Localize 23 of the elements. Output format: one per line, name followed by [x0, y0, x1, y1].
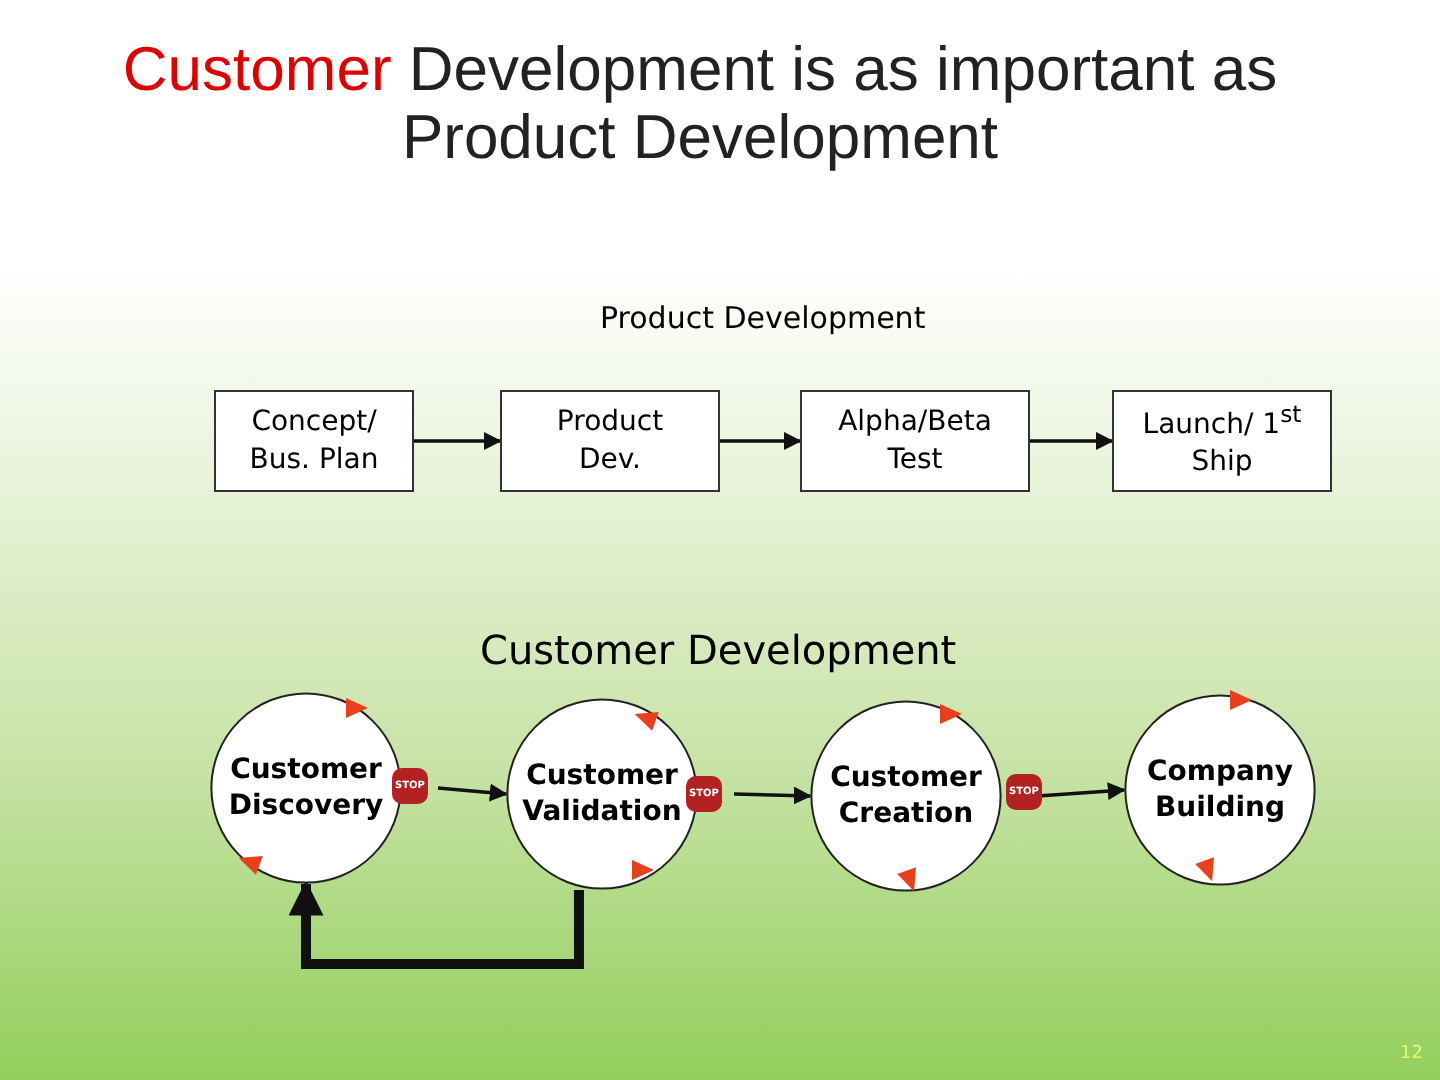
node-label: Customer Creation — [828, 759, 984, 833]
process-box — [214, 390, 414, 492]
node-label: Concept/ Bus. Plan — [247, 404, 381, 478]
slide-title: Customer Development is as important as Product Development — [120, 36, 1280, 173]
arrow — [733, 786, 812, 805]
node-label: Company Building — [1144, 753, 1296, 827]
process-box — [500, 390, 720, 492]
arrow — [1037, 782, 1126, 801]
stage-circle — [810, 700, 1002, 892]
arrow — [720, 432, 802, 450]
feedback-arrow — [288, 880, 584, 969]
process-box — [1112, 390, 1332, 492]
stage-circle — [1124, 694, 1316, 886]
section-heading: Customer Development — [480, 626, 957, 674]
arrow — [414, 432, 502, 450]
arrow — [1030, 432, 1114, 450]
arrow — [437, 783, 508, 802]
page-number: 12 — [1400, 1044, 1423, 1064]
process-box — [800, 390, 1030, 492]
node-label: Alpha/Beta Test — [836, 404, 994, 478]
node-label: Product Dev. — [554, 404, 666, 478]
node-label: Launch/ 1$^{st}$ Ship — [1142, 400, 1302, 482]
section-heading: Product Development — [600, 300, 926, 336]
